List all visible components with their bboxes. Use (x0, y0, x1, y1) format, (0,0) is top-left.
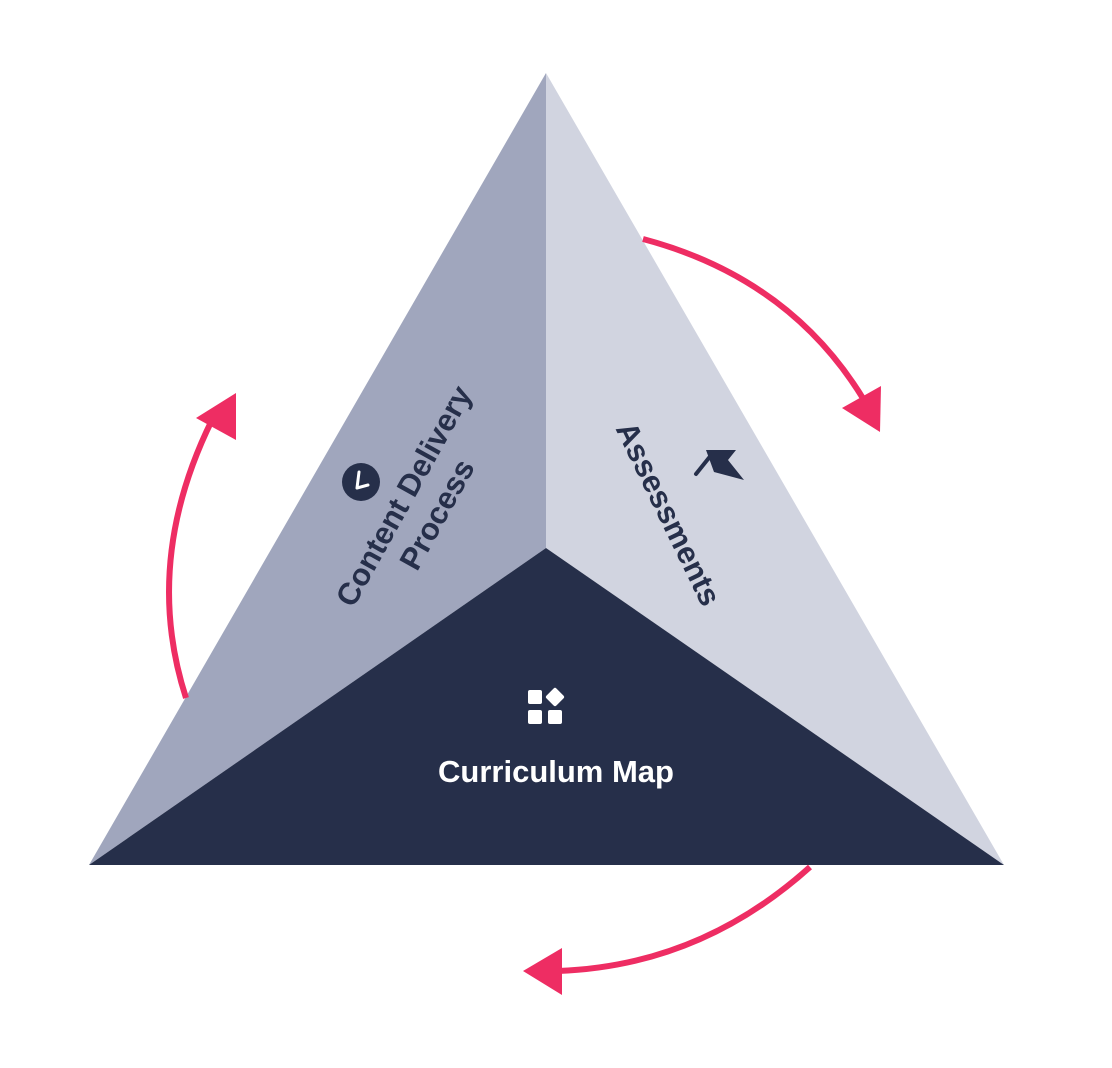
left-face (89, 73, 546, 865)
arrow-left (166, 418, 215, 699)
arrow-top-right (642, 236, 867, 402)
arrow-head-bottom (523, 948, 562, 995)
arrow-head-left (196, 393, 236, 440)
blocks-icon (528, 687, 565, 724)
cycle-arrows (166, 236, 881, 995)
arrow-head-top-right (842, 386, 881, 432)
arrow-bottom (557, 864, 813, 974)
bottom-face-title: Curriculum Map (438, 754, 674, 789)
clock-icon (342, 463, 380, 501)
right-face (546, 73, 1004, 865)
flag-icon (694, 450, 744, 480)
bottom-face (89, 548, 1004, 865)
